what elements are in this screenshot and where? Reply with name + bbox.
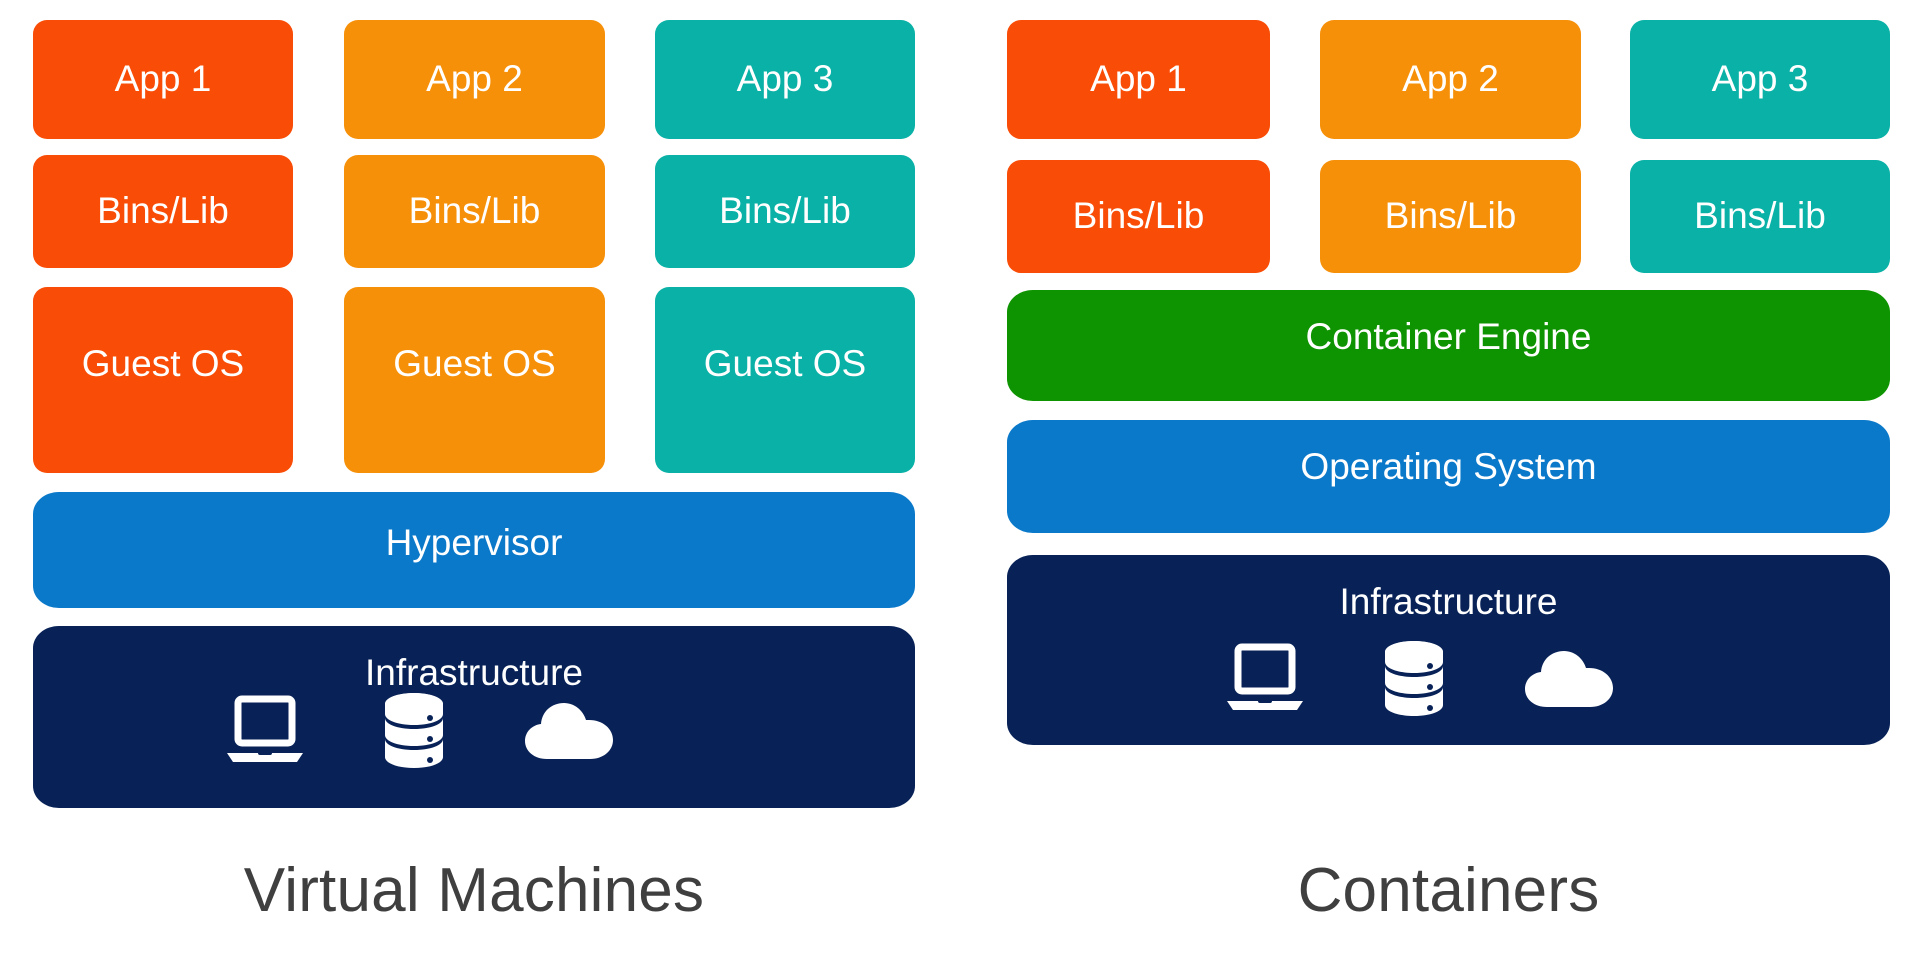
tile-label: Guest OS [703, 343, 867, 384]
vm-col2-app-tile: App 2 [344, 20, 605, 139]
ct-col1-binslib-tile: Bins/Lib [1007, 160, 1270, 273]
ct-col2-app-tile: App 2 [1320, 20, 1581, 139]
vm-col3-guestos-tile: Guest OS [655, 287, 915, 473]
tile-label: Guest OS [393, 343, 556, 384]
tile-label: Bins/Lib [1072, 195, 1205, 237]
laptop-icon [225, 695, 305, 774]
tile-label: App 1 [114, 58, 212, 100]
ct-col3-binslib-tile: Bins/Lib [1630, 160, 1890, 273]
tile-label: Bins/Lib [1694, 195, 1826, 237]
vm-col1-guestos-tile: Guest OS [33, 287, 293, 473]
ct-panel-caption: Containers [1007, 855, 1890, 926]
ct-operating-system-band: Operating System [1007, 420, 1890, 533]
laptop-icon [1225, 643, 1305, 722]
cloud-icon [523, 701, 615, 768]
band-label: Hypervisor [385, 522, 563, 563]
band-label: Container Engine [1305, 316, 1592, 357]
database-icon [1383, 639, 1445, 726]
caption-label: Virtual Machines [243, 856, 705, 925]
vm-col3-binslib-tile: Bins/Lib [655, 155, 915, 268]
vm-col1-binslib-tile: Bins/Lib [33, 155, 293, 268]
tile-label: App 1 [1090, 58, 1187, 100]
tile-label: Bins/Lib [1384, 195, 1517, 237]
cloud-icon [1523, 649, 1615, 716]
vm-col2-binslib-tile: Bins/Lib [344, 155, 605, 268]
vm-col2-guestos-tile: Guest OS [344, 287, 605, 473]
ct-infrastructure-band: Infrastructure [1007, 555, 1890, 745]
vm-infrastructure-band: Infrastructure [33, 626, 915, 808]
tile-label: Bins/Lib [97, 190, 229, 232]
vm-col3-app-tile: App 3 [655, 20, 915, 139]
ct-col1-app-tile: App 1 [1007, 20, 1270, 139]
tile-label: App 3 [1711, 58, 1809, 100]
ct-col2-binslib-tile: Bins/Lib [1320, 160, 1581, 273]
database-icon [383, 691, 445, 778]
ct-infrastructure-icon-row [1227, 639, 1613, 726]
band-label: Infrastructure [1339, 581, 1558, 622]
vm-hypervisor-band: Hypervisor [33, 492, 915, 608]
tile-label: Bins/Lib [408, 190, 541, 232]
vm-col1-app-tile: App 1 [33, 20, 293, 139]
tile-label: Guest OS [81, 343, 245, 384]
tile-label: App 3 [736, 58, 834, 100]
band-label: Operating System [1300, 446, 1597, 487]
ct-col3-app-tile: App 3 [1630, 20, 1890, 139]
tile-label: Bins/Lib [719, 190, 851, 232]
ct-container-engine-band: Container Engine [1007, 290, 1890, 401]
tile-label: App 2 [426, 58, 523, 100]
caption-label: Containers [1297, 856, 1600, 925]
vm-panel-caption: Virtual Machines [33, 855, 915, 926]
tile-label: App 2 [1402, 58, 1499, 100]
band-label: Infrastructure [365, 652, 583, 693]
vm-infrastructure-icon-row [227, 691, 613, 778]
